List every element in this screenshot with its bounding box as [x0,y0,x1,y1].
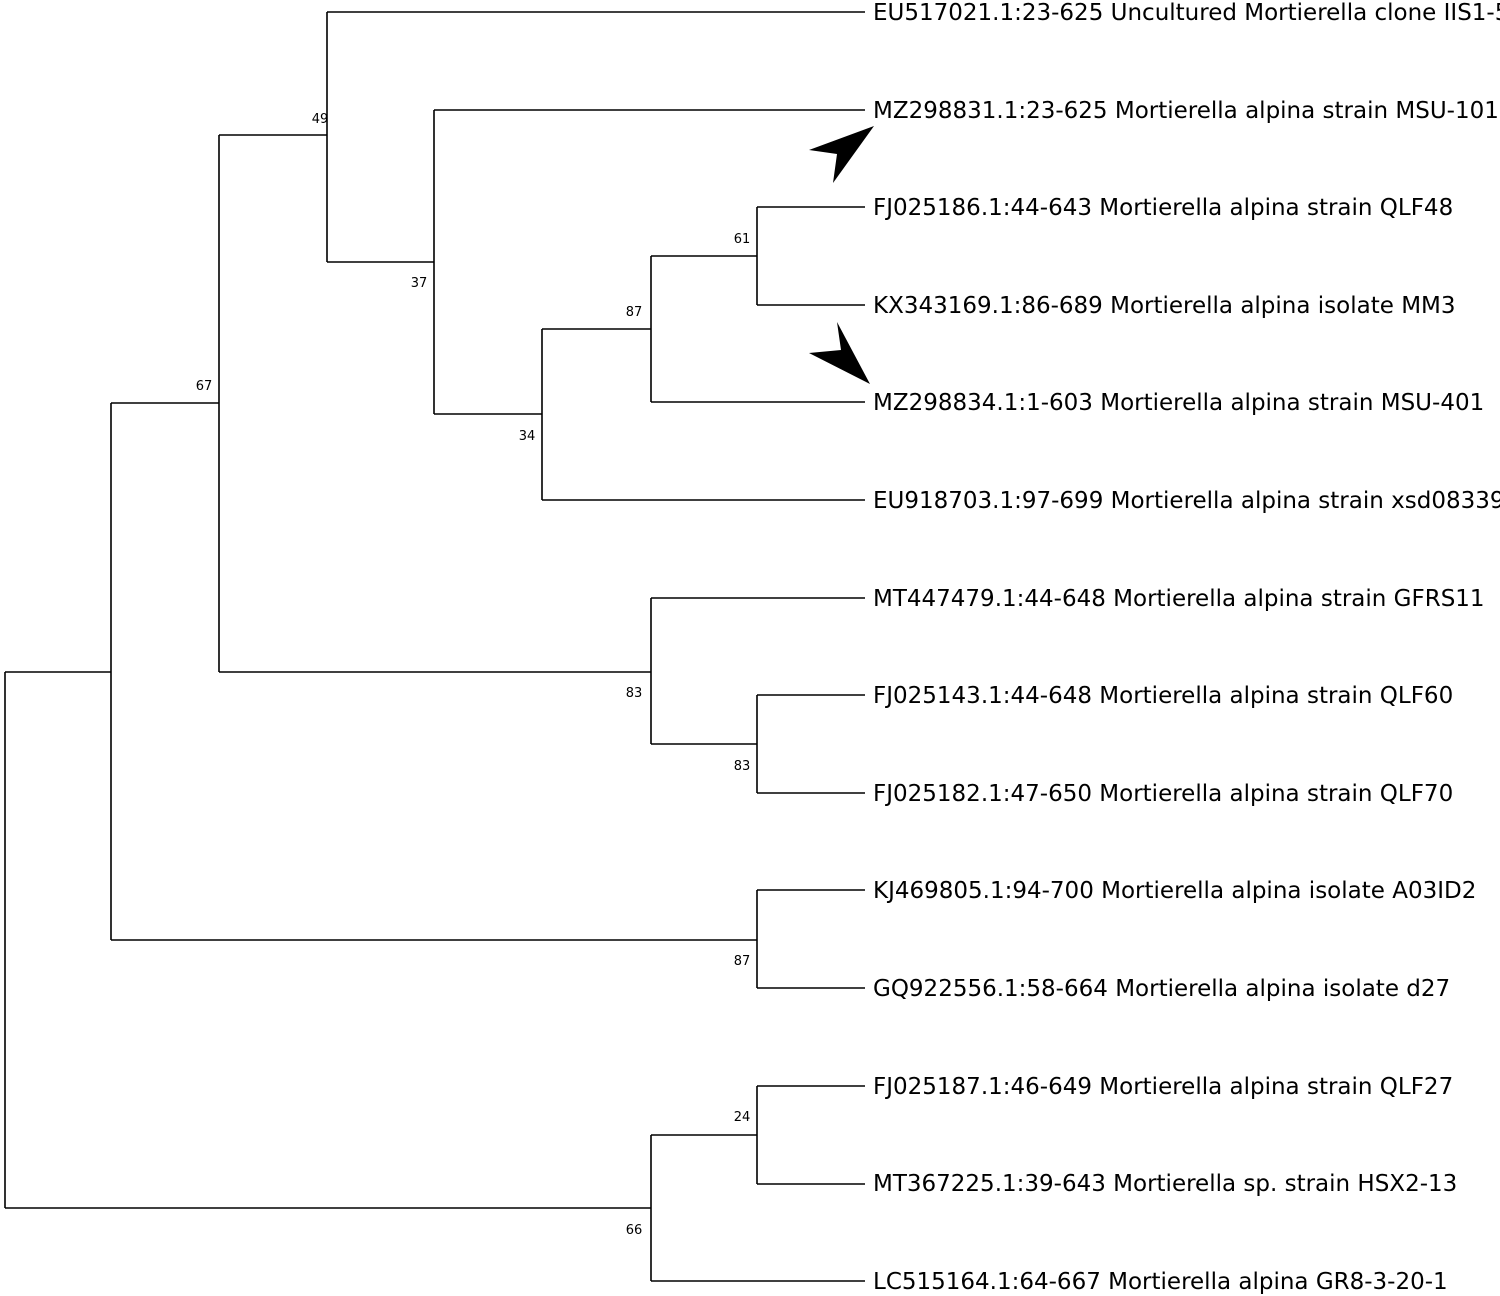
branch-node-66 [650,1134,865,1282]
taxon-label: MT447479.1:44-648 Mortierella alpina str… [873,586,1485,612]
taxon-label: FJ025186.1:44-643 Mortierella alpina str… [873,195,1453,221]
branch-root [4,671,651,1209]
branch-node-37 [433,109,865,415]
taxon-label: EU918703.1:97-699 Mortierella alpina str… [873,488,1500,514]
taxon-label: MZ298834.1:1-603 Mortierella alpina stra… [873,390,1484,416]
branch-node-49 [326,11,865,263]
branch-node-67 [110,402,757,941]
branch-node-34 [541,328,865,501]
bootstrap-label: 87 [734,954,751,969]
taxon-label: MT367225.1:39-643 Mortierella sp. strain… [873,1171,1457,1197]
bootstrap-label: 87 [626,305,643,320]
bootstrap-label: 34 [519,429,536,444]
arrowhead-marker-icon [809,126,874,183]
branch-node-49-83 [218,134,651,673]
tree-branches [4,11,865,1282]
branch-node-87b [756,889,865,989]
highlight-markers [809,126,874,384]
bootstrap-label: 83 [626,686,643,701]
taxon-labels: EU517021.1:23-625 Uncultured Mortierella… [873,0,1500,1295]
taxon-label: EU517021.1:23-625 Uncultured Mortierella… [873,0,1500,26]
arrowhead-marker-icon [809,322,870,384]
bootstrap-label: 83 [734,759,751,774]
bootstrap-labels: 49 37 61 87 34 67 83 83 87 24 66 [196,112,751,1238]
taxon-label: KJ469805.1:94-700 Mortierella alpina iso… [873,878,1476,904]
taxon-label: FJ025187.1:46-649 Mortierella alpina str… [873,1074,1453,1100]
taxon-label: FJ025182.1:47-650 Mortierella alpina str… [873,781,1453,807]
taxon-label: MZ298831.1:23-625 Mortierella alpina str… [873,98,1499,124]
branch-node-87a [650,255,865,403]
taxon-label: FJ025143.1:44-648 Mortierella alpina str… [873,683,1453,709]
bootstrap-label: 66 [626,1223,643,1238]
bootstrap-label: 24 [734,1110,751,1125]
bootstrap-label: 61 [734,232,751,247]
bootstrap-label: 49 [312,112,329,127]
bootstrap-label: 67 [196,379,213,394]
taxon-label: KX343169.1:86-689 Mortierella alpina iso… [873,293,1456,319]
branch-node-61 [756,206,865,306]
branch-node-83b [756,694,865,794]
taxon-label: GQ922556.1:58-664 Mortierella alpina iso… [873,976,1450,1002]
branch-node-83a [650,597,865,745]
branch-node-24 [756,1085,865,1185]
taxon-label: LC515164.1:64-667 Mortierella alpina GR8… [873,1269,1448,1295]
bootstrap-label: 37 [411,276,428,291]
